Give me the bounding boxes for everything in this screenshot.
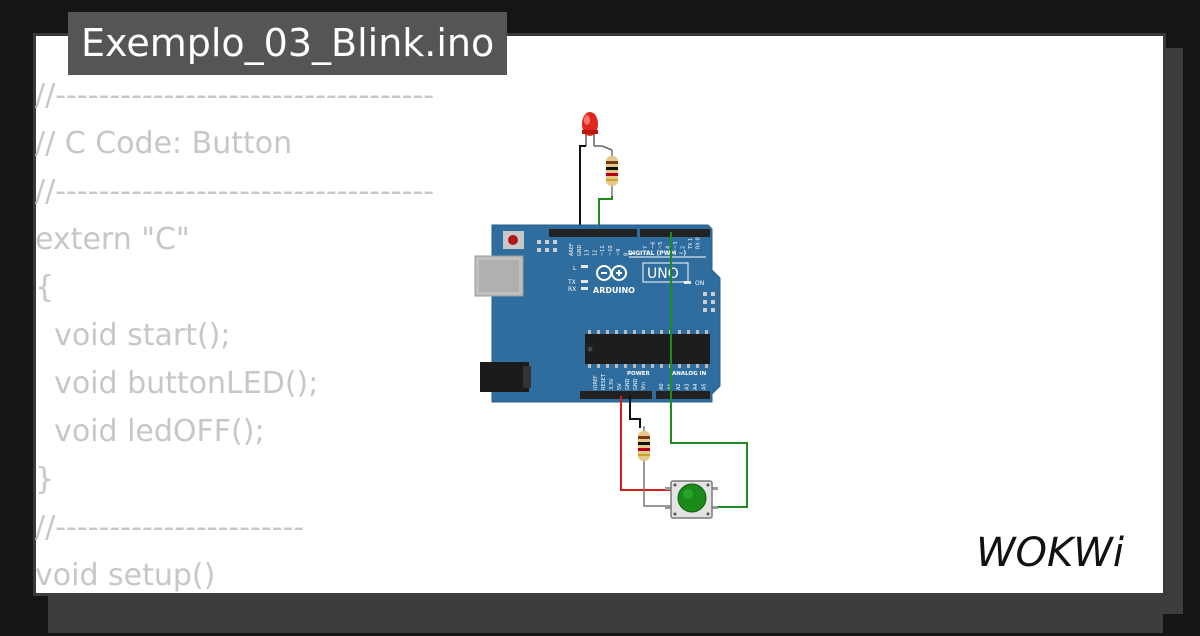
pin-label: 8 bbox=[624, 253, 630, 256]
code-line: void buttonLED(); bbox=[35, 366, 319, 401]
code-line: //----------------------------------- bbox=[35, 78, 435, 113]
code-line: void start(); bbox=[35, 318, 231, 353]
pin-label: 12 bbox=[592, 250, 598, 256]
board-green-wire-to-button[interactable] bbox=[670, 232, 748, 508]
pin-label: 4 bbox=[666, 246, 672, 249]
board-red-wire-5v[interactable] bbox=[620, 396, 671, 491]
rx-led-label: RX bbox=[568, 286, 576, 293]
pin-label: 2 bbox=[681, 246, 687, 249]
red-led[interactable] bbox=[582, 112, 598, 146]
board-model-label: UNO bbox=[647, 266, 679, 282]
pin-label: ~3 bbox=[673, 242, 679, 249]
code-line: } bbox=[35, 462, 55, 497]
pin-label: ~5 bbox=[658, 242, 664, 249]
pin-label: GND bbox=[633, 378, 639, 390]
pin-label: A0 bbox=[659, 383, 665, 390]
board-black-wire-gnd[interactable] bbox=[629, 396, 641, 428]
led-black-wire[interactable] bbox=[579, 145, 586, 232]
wokwi-logo: WOKWi bbox=[976, 530, 1124, 576]
pin-label: ~11 bbox=[600, 245, 606, 256]
push-button[interactable] bbox=[665, 480, 718, 519]
wokwi-logo-text: WOKWi bbox=[976, 530, 1124, 576]
pin-label: 7 bbox=[643, 246, 649, 249]
code-line: //----------------------------------- bbox=[35, 174, 435, 209]
arduino-logo-icon bbox=[596, 265, 627, 281]
pulldown-resistor[interactable] bbox=[638, 426, 650, 468]
board-brand-label: ARDUINO bbox=[593, 286, 635, 295]
pin-label: ~9 bbox=[616, 249, 622, 256]
code-line: // C Code: Button bbox=[35, 126, 293, 161]
code-line: void setup() bbox=[35, 558, 216, 593]
pin-label: RX 0 bbox=[696, 237, 702, 249]
power-header-label: POWER bbox=[627, 371, 651, 377]
pin-label: ~10 bbox=[608, 245, 614, 256]
code-line: void ledOFF(); bbox=[35, 414, 265, 449]
pin-label: RESET bbox=[601, 373, 607, 390]
tx-led-label: TX bbox=[567, 279, 576, 286]
resistor-to-button-wire[interactable] bbox=[643, 468, 674, 507]
l-led-label: L bbox=[573, 265, 577, 272]
code-line: //----------------------- bbox=[35, 510, 305, 545]
code-line: { bbox=[35, 270, 55, 305]
code-preview: //----------------------------------- // … bbox=[35, 72, 434, 600]
pin-label: A2 bbox=[676, 383, 682, 390]
pin-label: GND bbox=[625, 378, 631, 390]
on-led-label: ON bbox=[695, 280, 704, 287]
code-line: extern "C" bbox=[35, 222, 190, 257]
arduino-uno-board[interactable]: UNO ARDUINO DIGITAL (PWM ~) L TX RX ON P… bbox=[474, 224, 721, 403]
pin-label: Vin bbox=[641, 382, 647, 390]
pin-label: A3 bbox=[685, 383, 691, 390]
pin-label: AREF bbox=[569, 243, 575, 256]
pin-label: 3.3V bbox=[609, 378, 615, 390]
led-resistor[interactable] bbox=[606, 150, 618, 196]
led-green-wire[interactable] bbox=[598, 196, 613, 232]
pin-label: ~6 bbox=[651, 242, 657, 249]
pin-label: GND bbox=[577, 244, 583, 256]
pin-label: TX 1 bbox=[688, 238, 694, 250]
digital-header-label: DIGITAL (PWM ~) bbox=[628, 250, 686, 257]
pin-label: 5V bbox=[617, 383, 623, 390]
file-title: Exemplo_03_Blink.ino bbox=[68, 12, 508, 75]
pin-label: A5 bbox=[702, 383, 708, 390]
pin-label: A4 bbox=[693, 383, 699, 390]
analog-header-label: ANALOG IN bbox=[672, 371, 707, 377]
background-corner bbox=[0, 596, 48, 636]
pin-label: 13 bbox=[585, 250, 591, 256]
card-bottom-edge bbox=[36, 593, 1163, 633]
led-wire-to-resistor[interactable] bbox=[594, 145, 613, 151]
pin-label: IOREF bbox=[593, 375, 599, 390]
